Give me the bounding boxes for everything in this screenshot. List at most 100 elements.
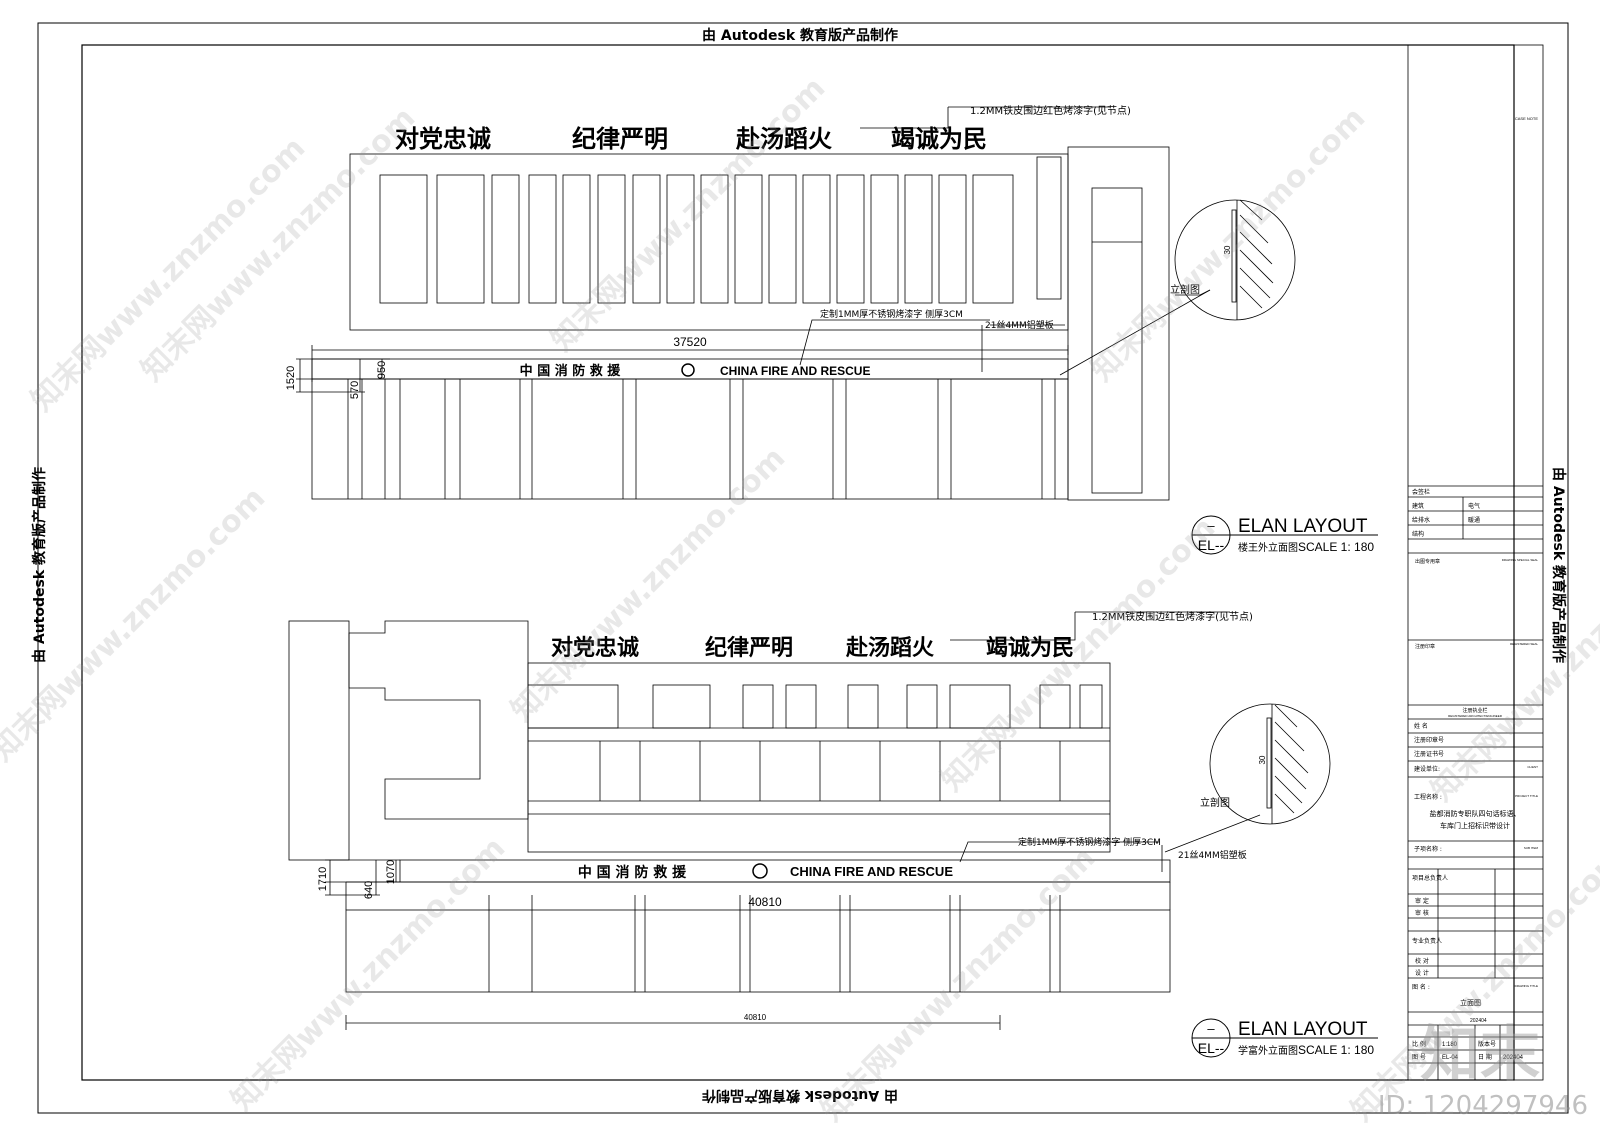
tb-shending: 审 定 (1415, 897, 1429, 905)
tb-drawing-title-en: DRAWING TITLE (1515, 984, 1538, 988)
elev1-ground-floor (311, 378, 1069, 500)
elev1-section-dim: 30 (1223, 245, 1232, 254)
tb-zhengshu-hao: 注册证书号 (1414, 750, 1444, 758)
elev1-title-text: ELAN LAYOUT (1238, 516, 1368, 537)
elev2-sign-cn: 中 国 消 防 救 援 (578, 864, 687, 881)
sheet-outer-border (37, 22, 1569, 1114)
elev1-tower (1067, 146, 1170, 501)
elev1-texts: 对党忠诚 纪律严明 赴汤蹈火 竭诚为民 1.2MM铁皮围边红色烤漆字(见节点) … (285, 104, 1232, 399)
tb-project-en: PROJECT TITLE (1515, 794, 1538, 798)
tb-project-name-1: 盐都消防专职队四句话标语、 (1430, 809, 1521, 818)
elev1-note-top: 1.2MM铁皮围边红色烤漆字(见节点) (970, 104, 1131, 117)
tb-bili-label: 比 例 (1412, 1040, 1426, 1048)
elev2-scale: SCALE 1: 180 (1298, 1043, 1374, 1057)
tb-shenhe: 审 核 (1415, 909, 1429, 917)
elev2-sign-en: CHINA FIRE AND RESCUE (790, 864, 953, 879)
elev1-sign-en: CHINA FIRE AND RESCUE (720, 364, 870, 378)
elev2-dim-sign: 1070 (385, 860, 397, 884)
elev1-note-board: 21丝4MM铝塑板 (985, 319, 1054, 331)
tb-jianzhu: 建筑 (1412, 502, 1424, 510)
title-block (1407, 44, 1544, 1081)
elev2-slogan-4: 竭诚为民 (986, 636, 1074, 661)
tb-sub-en: SUB ITEM (1524, 846, 1539, 850)
tb-case-note: CASE NOTE (1515, 116, 1538, 121)
tb-zhuce-en: REGISTERED SEAL (1510, 642, 1538, 646)
elev2-sign-band (399, 859, 1171, 883)
elev2-title-code: EL-- (1198, 1040, 1225, 1056)
elev2-dim-bottom: 40810 (744, 1013, 767, 1022)
elev1-upper-facade (349, 153, 1069, 331)
elev2-upper-facade (527, 662, 1111, 853)
tb-zhuce: 注册印章 (1415, 643, 1435, 650)
tb-gongcheng: 工程名称 : (1414, 793, 1442, 801)
elev1-dim-height: 1520 (285, 366, 297, 390)
tb-project-name-2: 车库门上招标识带设计 (1440, 821, 1510, 830)
elev1-slogan-4: 竭诚为民 (891, 125, 987, 153)
tb-sheji: 设 计 (1415, 969, 1429, 977)
elev1-section-label: 立剖图 (1170, 283, 1200, 296)
elev2-ground-bays (488, 895, 1061, 992)
tb-riqi: 日 期 (1478, 1053, 1492, 1061)
elev1-windows (379, 174, 1014, 304)
watermark-logo: 知末 (1420, 1020, 1540, 1090)
tb-bili: 1:180 (1442, 1042, 1458, 1048)
elev2-section-label: 立剖图 (1200, 796, 1230, 809)
elev1-subtitle: 楼王外立面图 (1238, 541, 1298, 554)
tb-zhiye: 注册执业栏 (1462, 707, 1487, 714)
autodesk-banner-bottom: 由 Autodesk 教育版产品制作 (702, 1087, 898, 1104)
elevation-2 (288, 611, 1331, 1030)
elev1-slogan-2: 纪律严明 (572, 125, 668, 153)
elev2-dim-height: 1710 (317, 867, 329, 891)
elev1-title: – EL-- ELAN LAYOUT 楼王外立面图 SCALE 1: 180 (1191, 515, 1378, 555)
elev2-ground-floor (345, 909, 1171, 993)
elev2-note-top: 1.2MM铁皮围边红色烤漆字(见节点) (1092, 610, 1253, 623)
title-block-texts: CASE NOTE 会签栏 建筑 电气 给排水 暖通 结构 出图专用章 DRAW… (1412, 116, 1538, 1061)
elev1-side-panel (1036, 156, 1062, 300)
elev1-title-code: EL-- (1198, 537, 1225, 553)
tb-chutu-en: DRAWING SPECIAL SEAL (1502, 558, 1539, 562)
elev2-texts: 对党忠诚 纪律严明 赴汤蹈火 竭诚为民 1.2MM铁皮围边红色烤漆字(见节点) … (317, 610, 1267, 1022)
tb-zhiye-en: REGISTERED ARCHITECT/ENGINEER (1448, 714, 1503, 718)
elev2-section-circle (1209, 703, 1331, 825)
elev1-note-steel: 定制1MM厚不锈钢烤漆字 侧厚3CM (820, 308, 963, 320)
elev2-dim-total: 40810 (748, 895, 782, 909)
autodesk-banner-left: 由 Autodesk 教育版产品制作 (31, 467, 48, 663)
elev2-slogan-3: 赴汤蹈火 (845, 635, 934, 661)
tb-tuming-val: 立面图 (1460, 998, 1481, 1007)
tb-jiegou: 结构 (1412, 530, 1424, 538)
elev2-title: – EL-- ELAN LAYOUT 学富外立面图 SCALE 1: 180 (1191, 1018, 1378, 1058)
elev1-title-dash: – (1207, 518, 1215, 533)
elev2-subtitle: 学富外立面图 (1238, 1044, 1298, 1057)
sheet-inner-border (81, 44, 1515, 1081)
watermark-id: ID: 1204297946 (1377, 1091, 1588, 1121)
elev1-dim-total: 37520 (673, 335, 707, 349)
tb-geipaishui: 给排水 (1412, 516, 1430, 524)
elev2-slogan-2: 纪律严明 (705, 635, 793, 661)
tb-code-val: 202404 (1470, 1018, 1487, 1024)
tb-zhuanye: 专业负责人 (1412, 937, 1442, 945)
tb-tuhao: EL-04 (1442, 1055, 1459, 1061)
elev1-sign-cn: 中 国 消 防 救 援 (520, 363, 622, 379)
elev2-windows (527, 684, 1103, 801)
elev2-title-dash: – (1207, 1021, 1215, 1036)
tb-xingming: 姓 名 (1414, 722, 1428, 730)
elev1-dim-base: 570 (349, 381, 361, 399)
tb-client-en: CLIENT (1527, 765, 1538, 769)
elev2-left-block (288, 620, 350, 861)
tb-countersign: 会签栏 (1412, 488, 1430, 496)
tb-nuantong: 暖通 (1468, 516, 1480, 524)
elev1-ground-bays (347, 379, 1056, 499)
elevation-1 (296, 106, 1296, 501)
elev2-note-steel: 定制1MM厚不锈钢烤漆字 侧厚3CM (1018, 836, 1161, 848)
elev2-dim-base: 640 (363, 881, 375, 899)
elev1-scale: SCALE 1: 180 (1298, 540, 1374, 554)
elev2-slogan-1: 对党忠诚 (551, 636, 639, 661)
tb-tuhao-label: 图 号 (1412, 1054, 1426, 1061)
elev2-section-dim: 30 (1258, 755, 1267, 764)
autodesk-banner-top: 由 Autodesk 教育版产品制作 (702, 27, 898, 44)
elev1-slogan-1: 对党忠诚 (395, 125, 491, 153)
elev2-title-text: ELAN LAYOUT (1238, 1019, 1368, 1040)
autodesk-banner-right: 由 Autodesk 教育版产品制作 (1550, 467, 1567, 663)
fire-emblem-icon-2 (752, 863, 768, 879)
